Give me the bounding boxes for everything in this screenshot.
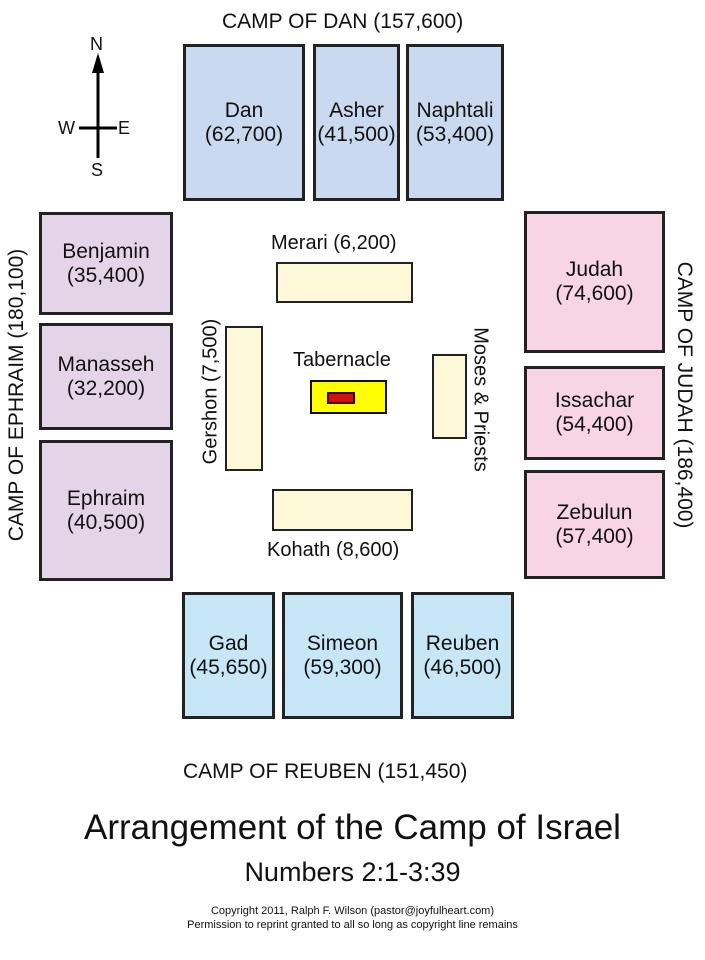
tribe-count: (41,500)	[317, 122, 396, 146]
tribe-count: (40,500)	[66, 510, 146, 534]
tribe-zebulun: Zebulun(57,400)	[524, 470, 665, 579]
tabernacle-court	[310, 380, 387, 414]
tribe-count: (74,600)	[555, 282, 634, 305]
camp-west-label: CAMP OF EPHRAIM (180,100)	[5, 248, 28, 542]
tribe-name: Asher	[329, 98, 384, 122]
tribe-asher: Asher(41,500)	[313, 44, 400, 201]
tribe-simeon: Simeon(59,300)	[282, 592, 403, 719]
tribe-count: (62,700)	[204, 122, 284, 146]
tribe-count: (35,400)	[66, 263, 146, 287]
holy-place	[327, 392, 355, 404]
tribe-name: Zebulun	[556, 500, 633, 524]
page-title: Arrangement of the Camp of Israel	[84, 808, 621, 847]
tribe-count: (32,200)	[66, 376, 146, 400]
tribe-name: Benjamin	[62, 239, 150, 263]
tribe-dan: Dan(62,700)	[183, 44, 305, 201]
tribe-count: (45,650)	[189, 655, 268, 679]
tribe-name: Judah	[565, 258, 624, 281]
tribe-name: Reuben	[425, 631, 500, 655]
gershon-label: Gershon (7,500)	[199, 318, 222, 465]
tribe-naphtali: Naphtali(53,400)	[406, 44, 504, 201]
compass-south: S	[91, 160, 104, 180]
tribe-gad: Gad(45,650)	[182, 592, 275, 719]
moses-priests-box	[432, 354, 467, 439]
camp-south-label: CAMP OF REUBEN (151,450)	[183, 760, 468, 783]
tribe-name: Simeon	[306, 631, 379, 655]
page-subtitle: Numbers 2:1-3:39	[244, 857, 461, 887]
compass-east: E	[118, 118, 131, 138]
compass-arrow-icon	[79, 53, 117, 158]
tribe-reuben: Reuben(46,500)	[411, 592, 514, 719]
tribe-issachar: Issachar(54,400)	[524, 366, 665, 460]
compass-north: N	[90, 34, 103, 54]
camp-north-label: CAMP OF DAN (157,600)	[222, 10, 464, 33]
tribe-count: (54,400)	[555, 413, 634, 436]
tribe-manasseh: Manasseh(32,200)	[39, 323, 173, 430]
permission-line: Permission to reprint granted to all so …	[187, 919, 518, 931]
merari-label: Merari (6,200)	[271, 232, 397, 254]
tribe-name: Dan	[224, 98, 264, 122]
gershon-box	[225, 326, 263, 471]
camp-east-label: CAMP OF JUDAH (186,400)	[673, 261, 696, 529]
tribe-count: (59,300)	[303, 655, 382, 679]
tribe-ephraim: Ephraim(40,500)	[39, 440, 173, 581]
tribe-name: Manasseh	[57, 352, 155, 376]
tribe-judah: Judah(74,600)	[524, 211, 665, 353]
tribe-name: Gad	[208, 631, 249, 655]
moses-priests-label: Moses & Priests	[469, 327, 492, 472]
tribe-name: Ephraim	[66, 486, 146, 510]
tribe-benjamin: Benjamin(35,400)	[39, 212, 173, 315]
tabernacle-label: Tabernacle	[293, 349, 391, 371]
copyright-line: Copyright 2011, Ralph F. Wilson (pastor@…	[210, 905, 495, 917]
kohath-label: Kohath (8,600)	[267, 539, 400, 561]
tribe-name: Issachar	[554, 389, 635, 412]
tribe-count: (57,400)	[555, 524, 634, 548]
merari-box	[276, 262, 413, 303]
tribe-name: Naphtali	[416, 98, 494, 122]
tribe-count: (46,500)	[423, 655, 502, 679]
compass-west: W	[58, 118, 75, 138]
tribe-count: (53,400)	[415, 122, 495, 146]
kohath-box	[272, 489, 413, 531]
